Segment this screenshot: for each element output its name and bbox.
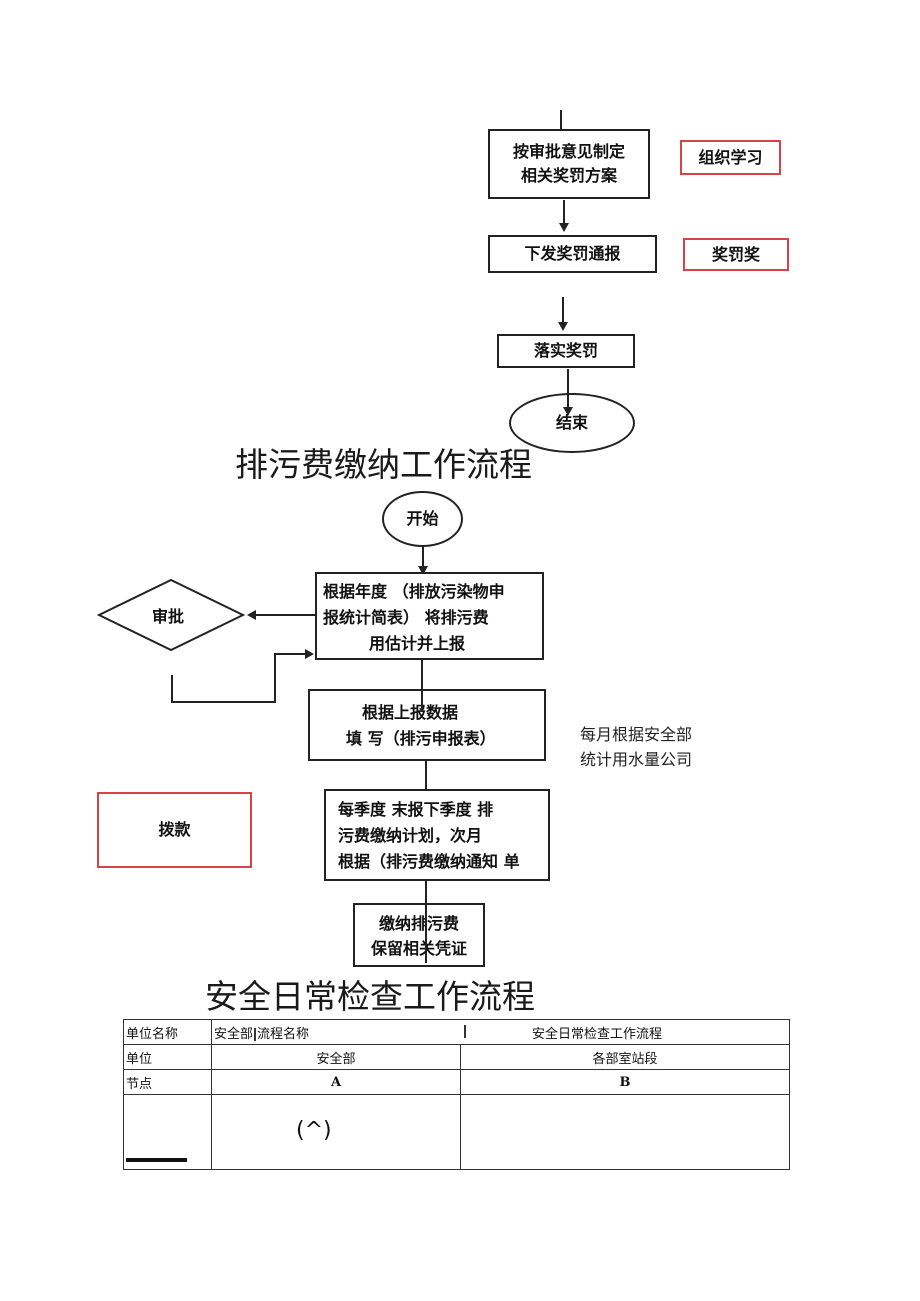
connector-line xyxy=(425,761,427,791)
report-box: 根据年度 （排放污染物申 报统计简表） 将排污费 用估计并上报 xyxy=(315,572,544,660)
table-row: 单位 安全部 各部室站段 xyxy=(123,1044,790,1070)
study-label: 组织学习 xyxy=(698,148,763,167)
report-line-3: 用估计并上报 xyxy=(369,634,466,653)
start-label: 开始 xyxy=(406,509,439,528)
connector-line xyxy=(171,675,173,702)
approve-diamond xyxy=(97,578,246,652)
reward-label: 奖罚奖 xyxy=(711,245,760,264)
report-line-2: 报统计简表） 将排污费 xyxy=(323,608,489,627)
quarter-line-1: 每季度 末报下季度 排 xyxy=(338,800,494,819)
reward-box: 奖罚奖 xyxy=(683,238,789,271)
connector-line xyxy=(425,881,427,911)
separator-mark xyxy=(464,1025,466,1038)
plan-box: 按审批意见制定 相关奖罚方案 xyxy=(488,129,650,199)
end-terminator: 结束 xyxy=(509,393,635,453)
connector-line xyxy=(563,200,565,226)
notice-box: 下发奖罚通报 xyxy=(488,235,657,273)
arrow-down-icon xyxy=(558,322,568,331)
flow3-title: 安全日常检查工作流程 xyxy=(205,977,535,1016)
connector-line xyxy=(256,614,315,616)
plan-line-2: 相关奖罚方案 xyxy=(520,166,617,185)
flow-info-table: 单位名称 安全部流程名称 安全日常检查工作流程 单位 安全部 各部室站段 节点 … xyxy=(123,1019,790,1170)
pay-fee-line-2: 保留相关凭证 xyxy=(370,939,467,958)
connector-line xyxy=(422,546,424,570)
quarter-line-3: 根据（排污费缴纳通知 单 xyxy=(338,852,520,871)
flow-name-value: 安全日常检查工作流程 xyxy=(532,1027,663,1042)
pay-box: 拨款 xyxy=(97,792,252,868)
implement-box: 落实奖罚 xyxy=(497,334,635,368)
report-line-1: 根据年度 （排放污染物申 xyxy=(323,582,505,601)
node-b: B xyxy=(619,1074,631,1090)
fill-line-2: 填 写（排污申报表） xyxy=(346,729,496,748)
arrow-down-icon xyxy=(563,407,573,416)
unit-name-label: 单位名称 xyxy=(126,1026,179,1042)
study-box: 组织学习 xyxy=(680,140,781,175)
note-line-1: 每月根据安全部 xyxy=(580,725,693,744)
note-line-2: 统计用水量公司 xyxy=(580,750,693,769)
arrow-right-icon xyxy=(305,649,314,659)
table-row: 节点 A B xyxy=(123,1069,790,1095)
separator-mark xyxy=(254,1027,257,1041)
connector-line xyxy=(425,905,427,963)
unit-label: 单位 xyxy=(126,1051,153,1067)
start-symbol: (^) xyxy=(296,1118,332,1143)
arrow-down-icon xyxy=(418,566,428,575)
fill-box: 根据上报数据 填 写（排污申报表） xyxy=(308,689,546,761)
approve-label: 审批 xyxy=(152,607,185,626)
flow2-title: 排污费缴纳工作流程 xyxy=(235,445,532,484)
table-row: (^) xyxy=(123,1094,790,1170)
end-label: 结束 xyxy=(555,413,588,432)
plan-line-1: 按审批意见制定 xyxy=(512,142,625,161)
connector-line xyxy=(421,660,423,712)
flow-name-label: 流程名称 xyxy=(257,1026,310,1042)
connector-line xyxy=(567,369,569,411)
quarter-box: 每季度 末报下季度 排 污费缴纳计划，次月 根据（排污费缴纳通知 单 xyxy=(324,789,550,881)
quarter-line-2: 污费缴纳计划，次月 xyxy=(338,826,483,845)
connector-line xyxy=(171,701,275,703)
node-a: A xyxy=(330,1074,342,1090)
notice-label: 下发奖罚通报 xyxy=(524,244,621,263)
pay-fee-box: 缴纳排污费 保留相关凭证 xyxy=(353,903,485,967)
connector-line xyxy=(562,297,564,325)
arrow-left-icon xyxy=(247,610,256,620)
connector-line xyxy=(274,653,276,703)
connector-line xyxy=(274,653,306,655)
table-row: 单位名称 安全部流程名称 安全日常检查工作流程 xyxy=(123,1019,790,1045)
unit-b: 各部室站段 xyxy=(592,1051,658,1067)
thick-bar xyxy=(126,1158,187,1162)
arrow-down-icon xyxy=(559,223,569,232)
start-terminator: 开始 xyxy=(382,491,463,547)
unit-name-value: 安全部 xyxy=(214,1026,254,1042)
monthly-note: 每月根据安全部 统计用水量公司 xyxy=(580,722,692,772)
pay-fee-line-1: 缴纳排污费 xyxy=(378,914,459,933)
unit-a: 安全部 xyxy=(316,1051,356,1067)
node-label: 节点 xyxy=(126,1076,153,1092)
implement-label: 落实奖罚 xyxy=(533,341,598,360)
fill-line-1: 根据上报数据 xyxy=(362,703,459,722)
pay-label: 拨款 xyxy=(158,820,191,839)
